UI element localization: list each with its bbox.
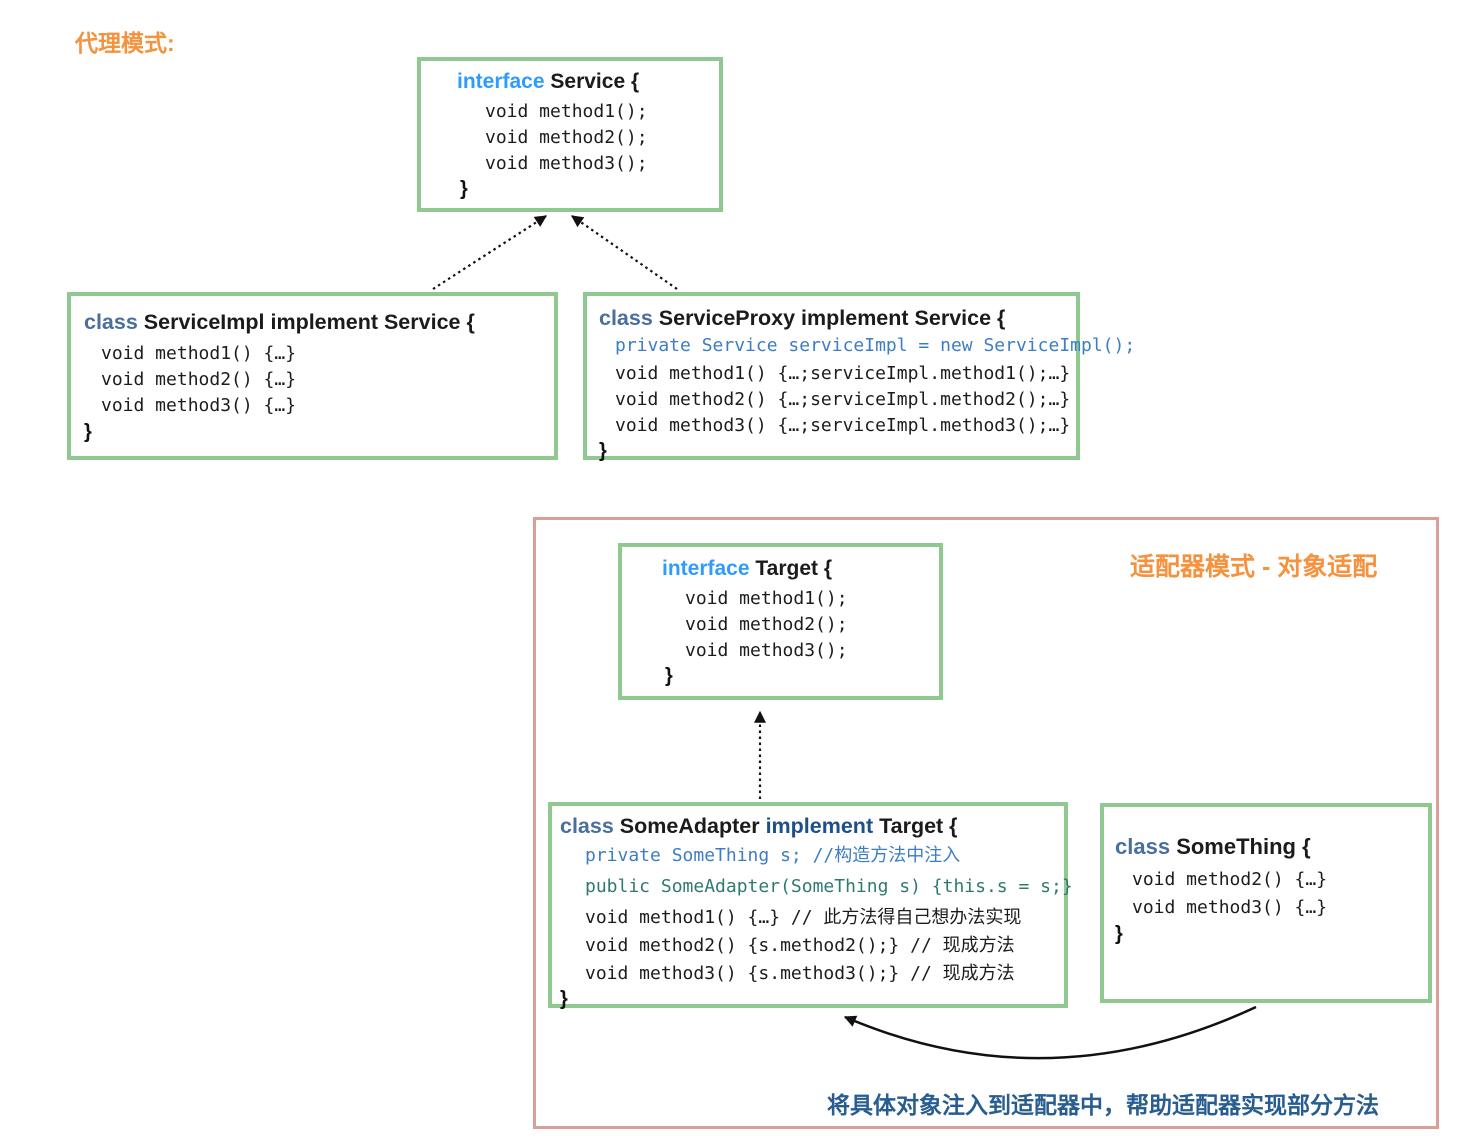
- code-line: void method3() {s.method3();} // 现成方法: [585, 963, 1015, 984]
- code-line: void method1() {…} // 此方法得自己想办法实现: [585, 907, 1022, 928]
- box-header: class ServiceImpl implement Service {: [71, 296, 554, 335]
- code-line: void method2();: [685, 614, 848, 635]
- interface-keyword: interface: [662, 557, 750, 580]
- code-line: void method2();: [485, 127, 648, 148]
- code-line: void method3();: [485, 153, 648, 174]
- interface-service-box: interface Service { void method1(); void…: [417, 57, 723, 212]
- class-someadapter-box: class SomeAdapter implement Target { pri…: [548, 802, 1073, 1010]
- code-line: void method1();: [685, 588, 848, 609]
- injection-note: 将具体对象注入到适配器中，帮助适配器实现部分方法: [827, 1092, 1379, 1118]
- class-something-box: class SomeThing { void method2() {…} voi…: [1100, 803, 1432, 1003]
- class-keyword: class: [84, 310, 138, 334]
- box-header: interface Service {: [421, 61, 719, 94]
- closing-brace: }: [84, 421, 92, 443]
- box-header: class SomeThing {: [1104, 807, 1428, 860]
- field-declaration-line: private SomeThing s; //构造方法中注入: [585, 845, 961, 866]
- serviceimpl-to-service-arrow: [432, 215, 548, 290]
- class-name: ServiceImpl implement Service {: [143, 310, 475, 334]
- constructor-line: public SomeAdapter(SomeThing s) {this.s …: [585, 876, 1073, 897]
- class-name: ServiceProxy implement Service {: [658, 306, 1006, 330]
- code-line: void method2() {…}: [1132, 869, 1328, 890]
- class-keyword: class: [1115, 834, 1171, 859]
- code-line: void method2() {s.method2();} // 现成方法: [585, 935, 1015, 956]
- closing-brace: }: [665, 665, 673, 687]
- interface-keyword: interface: [457, 70, 545, 93]
- implemented-interface-name: Target {: [879, 814, 958, 838]
- code-line: void method2() {…}: [101, 369, 297, 390]
- implement-keyword: implement: [765, 814, 874, 838]
- proxy-pattern-title: 代理模式:: [75, 30, 175, 56]
- code-block: void method2() {…} void method3() {…}: [1132, 866, 1428, 922]
- box-header: class ServiceProxy implement Service {: [587, 296, 1076, 331]
- code-line: void method1() {…;serviceImpl.method1();…: [615, 363, 1071, 384]
- code-line: void method3() {…;serviceImpl.method3();…: [615, 415, 1071, 436]
- code-block: void method1(); void method2(); void met…: [685, 586, 939, 664]
- class-keyword: class: [560, 814, 614, 838]
- serviceproxy-to-service-arrow: [571, 215, 678, 290]
- code-block: void method1() {…} // 此方法得自己想办法实现 void m…: [585, 904, 1064, 988]
- box-header: interface Target {: [622, 547, 939, 581]
- code-line: void method3();: [685, 640, 848, 661]
- closing-brace: }: [460, 178, 468, 200]
- interface-name: Service {: [550, 70, 640, 93]
- code-line: void method3() {…}: [101, 395, 297, 416]
- code-block: void method1(); void method2(); void met…: [485, 99, 719, 177]
- interface-target-box: interface Target { void method1(); void …: [618, 543, 943, 700]
- class-name: SomeAdapter: [619, 814, 760, 838]
- closing-brace: }: [1115, 923, 1123, 945]
- code-line: void method1();: [485, 101, 648, 122]
- class-serviceimpl-box: class ServiceImpl implement Service { vo…: [67, 292, 558, 460]
- class-serviceproxy-box: class ServiceProxy implement Service { p…: [583, 292, 1136, 462]
- interface-name: Target {: [755, 557, 833, 580]
- box-header: class SomeAdapter implement Target {: [552, 806, 1064, 839]
- code-line: void method1() {…}: [101, 343, 297, 364]
- code-line: void method2() {…;serviceImpl.method2();…: [615, 389, 1071, 410]
- closing-brace: }: [599, 440, 607, 462]
- code-line: void method3() {…}: [1132, 897, 1328, 918]
- code-block: void method1() {…;serviceImpl.method1();…: [615, 361, 1076, 439]
- adapter-pattern-title: 适配器模式 - 对象适配: [1130, 553, 1378, 581]
- class-keyword: class: [599, 306, 653, 330]
- code-block: void method1() {…} void method2() {…} vo…: [101, 341, 554, 419]
- class-name: SomeThing {: [1176, 834, 1311, 859]
- closing-brace: }: [560, 988, 568, 1010]
- field-declaration-line: private Service serviceImpl = new Servic…: [615, 335, 1136, 356]
